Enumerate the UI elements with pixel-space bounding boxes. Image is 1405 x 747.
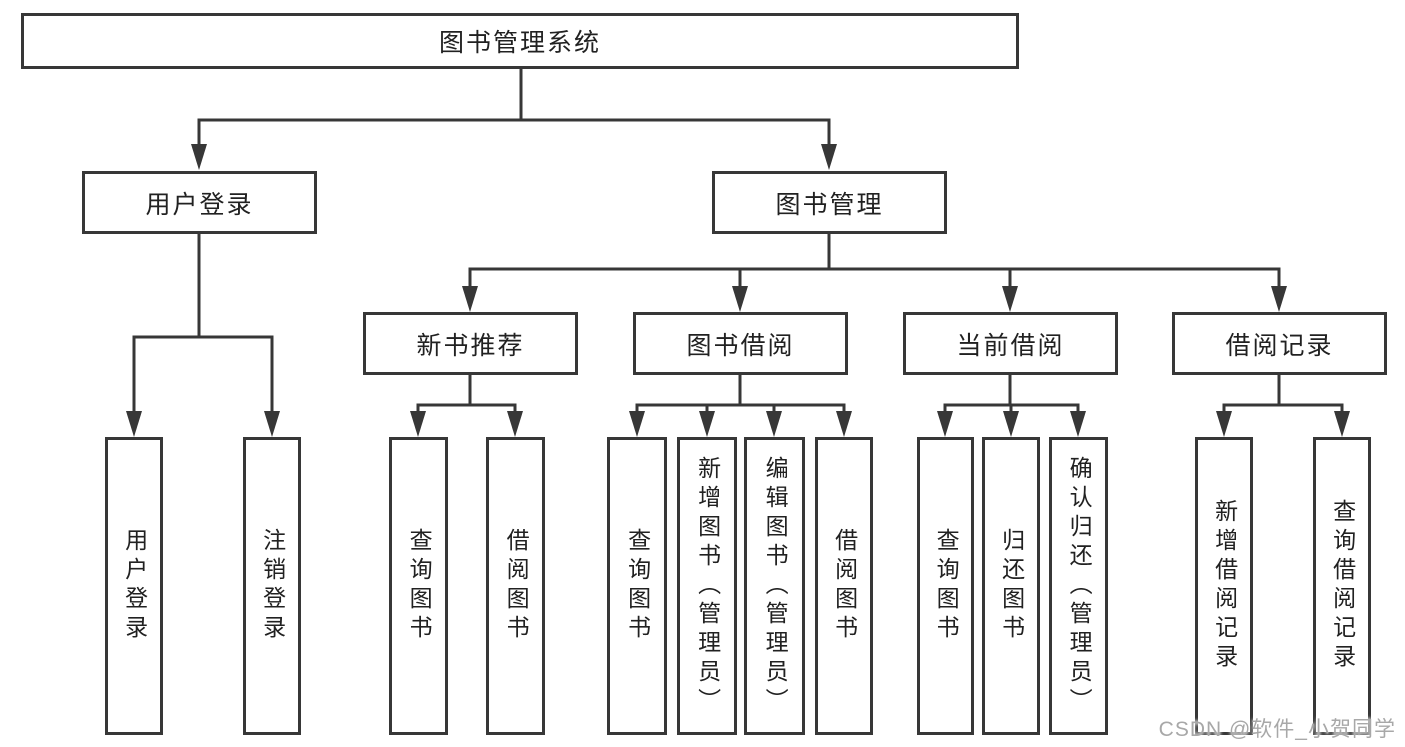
leaf-edit-books-admin: 编辑图书（管理员） — [744, 437, 805, 735]
leaf-logout: 注销登录 — [243, 437, 301, 735]
node-label: 当前借阅 — [956, 331, 1065, 360]
node-label: 用户登录 — [145, 190, 254, 219]
leaf-user-login: 用户登录 — [105, 437, 163, 735]
node-label: 查询图书 — [406, 528, 433, 644]
connector-root-to-level2 — [197, 66, 831, 152]
node-label: 图书管理系统 — [438, 29, 601, 57]
leaf-borrow-books-2: 借阅图书 — [815, 437, 873, 735]
leaf-borrow-books-1: 借阅图书 — [486, 437, 545, 735]
node-book-borrow: 图书借阅 — [633, 312, 848, 375]
leaf-query-books-2: 查询图书 — [607, 437, 667, 735]
leaf-add-books-admin: 新增图书（管理员） — [677, 437, 737, 735]
connector-book-borrow-to-children — [635, 373, 846, 419]
node-label: 用户登录 — [121, 528, 148, 644]
node-book-management: 图书管理 — [712, 171, 947, 234]
node-label: 编辑图书（管理员） — [762, 455, 789, 717]
leaf-query-books-1: 查询图书 — [389, 437, 448, 735]
node-label: 查询图书 — [624, 528, 651, 644]
node-user-login: 用户登录 — [82, 171, 317, 234]
node-label: 借阅图书 — [503, 528, 530, 644]
leaf-add-borrow-record: 新增借阅记录 — [1195, 437, 1253, 735]
node-label: 查询借阅记录 — [1329, 499, 1356, 673]
connector-current-borrow-to-children — [943, 373, 1080, 419]
connector-borrow-record-to-children — [1222, 373, 1344, 419]
node-label: 注销登录 — [259, 528, 286, 644]
node-current-borrow: 当前借阅 — [903, 312, 1118, 375]
connector-book-mgmt-to-level3 — [468, 231, 1281, 294]
node-label: 新增图书（管理员） — [694, 455, 721, 717]
connector-new-book-to-children — [416, 373, 517, 419]
node-label: 新书推荐 — [416, 331, 525, 360]
node-label: 图书管理 — [775, 190, 884, 219]
leaf-return-books: 归还图书 — [982, 437, 1040, 735]
node-label: 查询图书 — [933, 528, 960, 644]
node-label: 图书借阅 — [686, 331, 795, 360]
node-label: 新增借阅记录 — [1211, 499, 1238, 673]
node-borrow-record: 借阅记录 — [1172, 312, 1387, 375]
node-library-management-system: 图书管理系统 — [21, 13, 1019, 69]
node-label: 确认归还（管理员） — [1066, 455, 1093, 717]
node-label: 归还图书 — [998, 528, 1025, 644]
node-label: 借阅记录 — [1225, 331, 1334, 360]
connector-user-login-to-children — [132, 231, 274, 419]
leaf-query-borrow-record: 查询借阅记录 — [1313, 437, 1371, 735]
csdn-watermark: CSDN @软件_小贺同学 — [1158, 718, 1396, 741]
leaf-confirm-return-admin: 确认归还（管理员） — [1049, 437, 1108, 735]
leaf-query-books-3: 查询图书 — [917, 437, 974, 735]
node-label: 借阅图书 — [831, 528, 858, 644]
node-new-book-recommend: 新书推荐 — [363, 312, 578, 375]
